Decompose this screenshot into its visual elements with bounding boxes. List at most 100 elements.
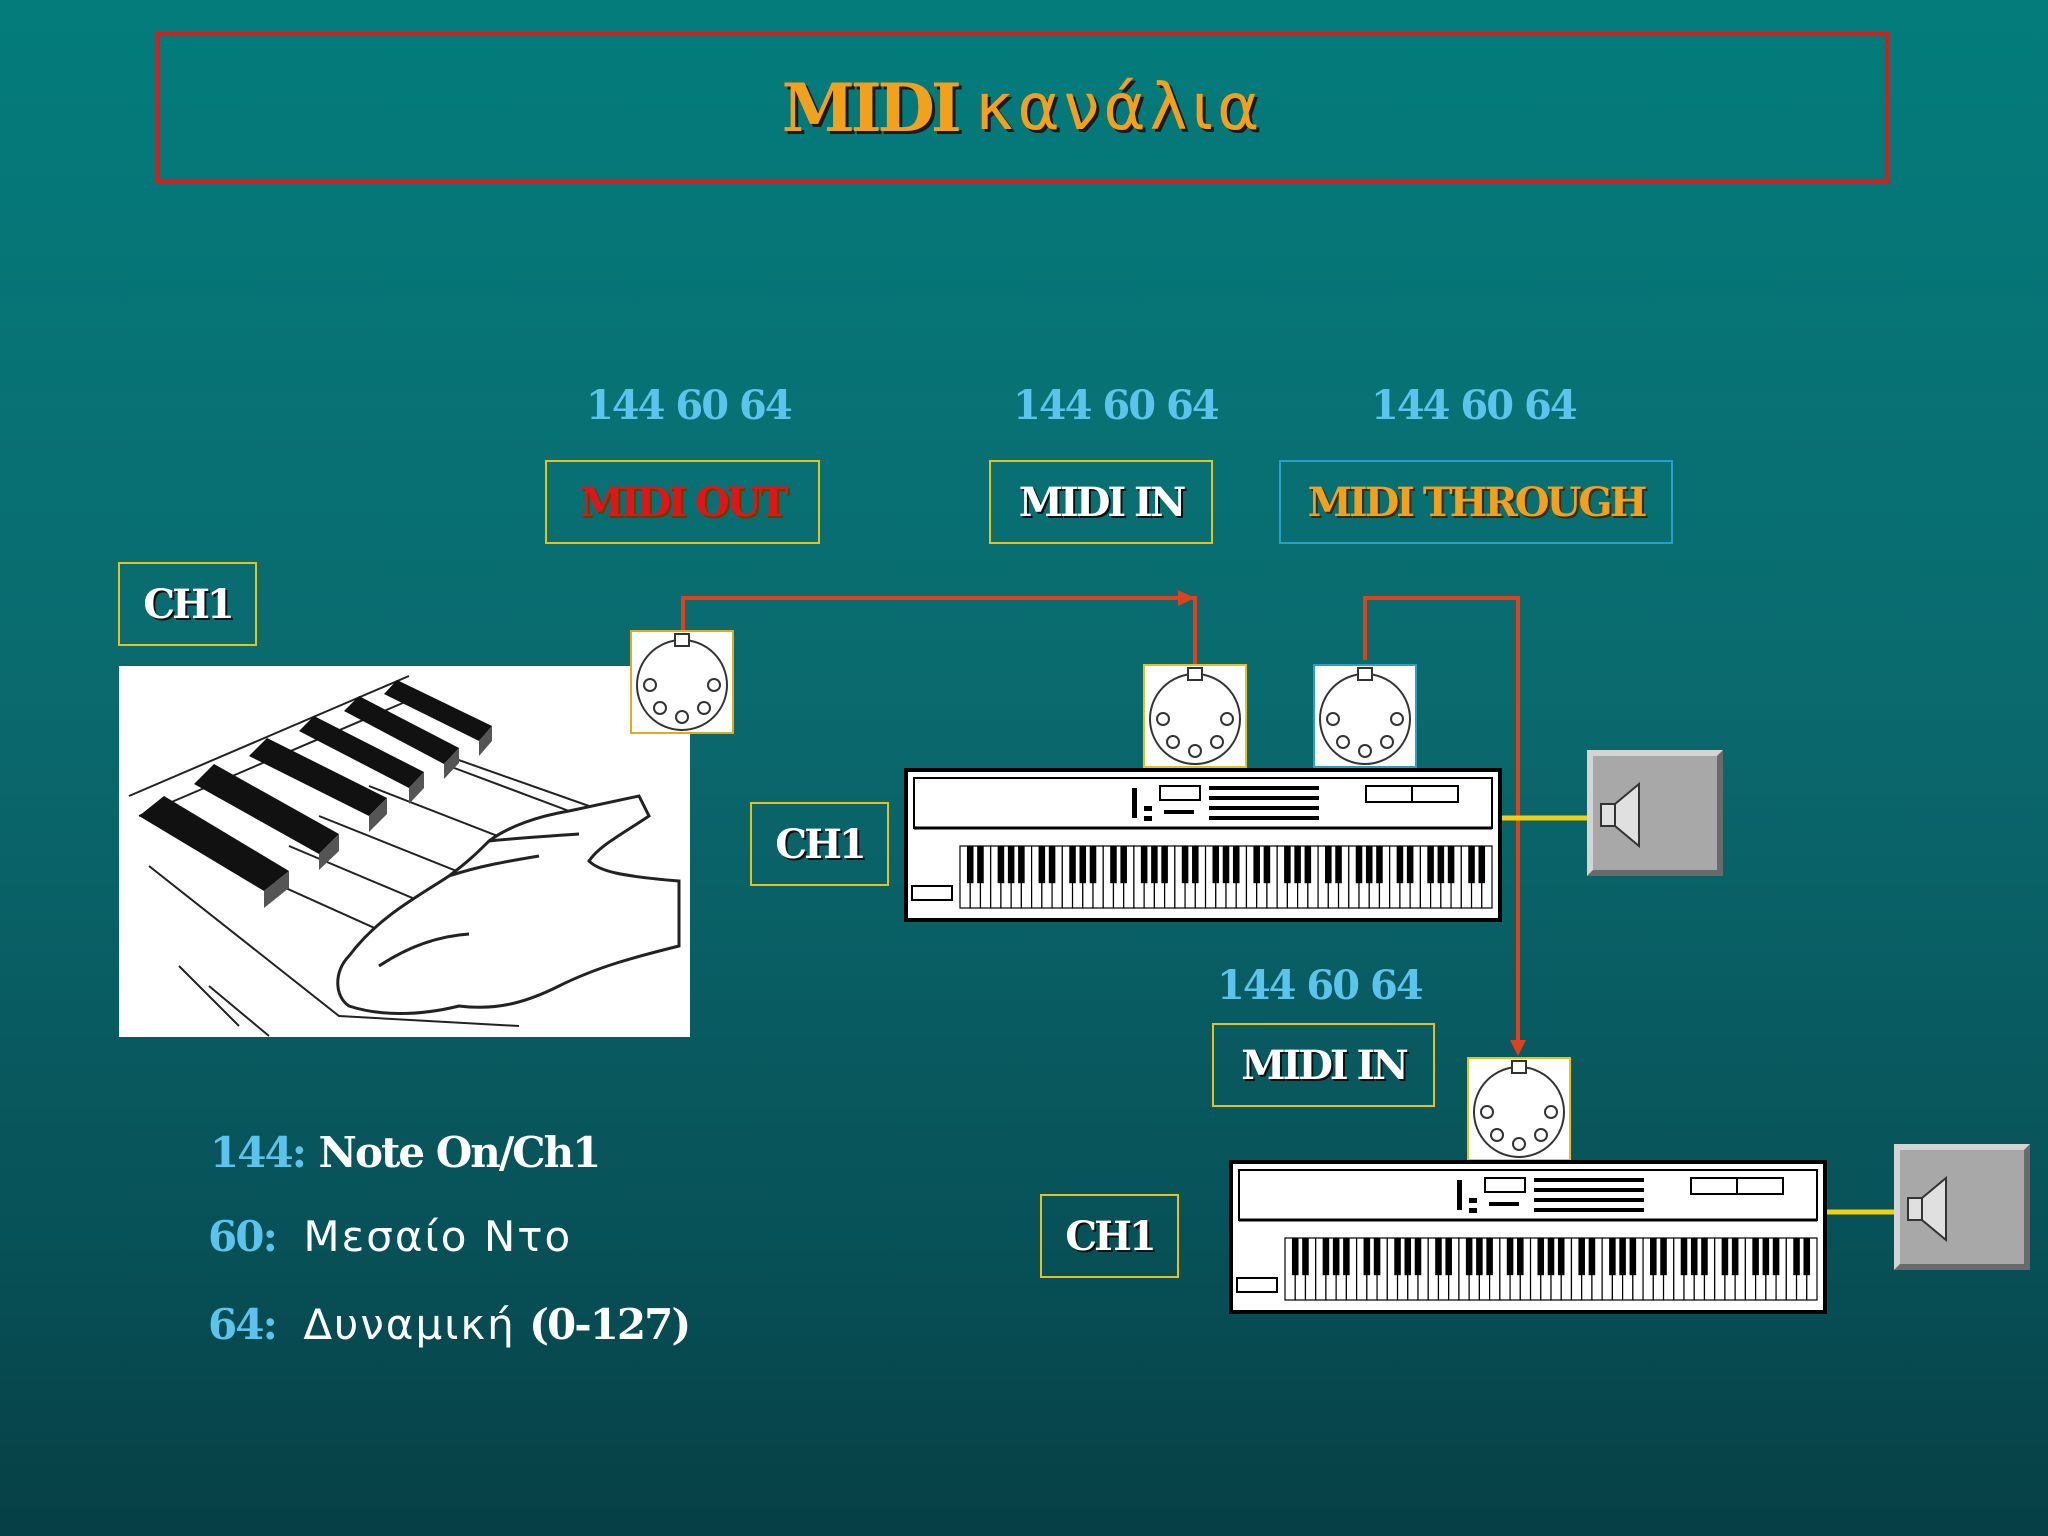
black-key <box>1048 846 1056 884</box>
black-key <box>1537 1238 1545 1276</box>
legend-code: 64: <box>208 1300 278 1349</box>
ch1-synth-1: CH1 <box>750 802 889 886</box>
bytes-in-2: 144 60 64 <box>1217 962 1424 1009</box>
black-key <box>1619 1238 1626 1276</box>
black-key <box>1365 846 1373 884</box>
ch1-synth-2: CH1 <box>1040 1194 1179 1278</box>
din-connector-thru <box>1313 664 1417 768</box>
legend-text: Note On/Ch1 <box>318 1128 602 1177</box>
legend-range: (0-127) <box>529 1300 691 1349</box>
black-key <box>1772 1238 1780 1276</box>
black-key <box>1355 846 1363 884</box>
black-key <box>1629 1238 1637 1276</box>
black-key <box>1478 846 1486 884</box>
din-connector-in-1 <box>1143 664 1247 768</box>
black-key <box>1161 846 1168 884</box>
black-key <box>1427 846 1434 884</box>
synthesizer-2 <box>1229 1160 1827 1314</box>
black-key <box>1447 846 1455 884</box>
black-key <box>1110 846 1117 884</box>
black-key <box>1192 846 1199 884</box>
black-key <box>1394 1238 1401 1276</box>
black-key <box>1435 1238 1442 1276</box>
title-box: MIDI κανάλια <box>156 32 1889 184</box>
black-key <box>1517 1238 1524 1276</box>
black-key <box>1263 846 1271 884</box>
black-key <box>1181 846 1189 884</box>
black-key <box>966 846 974 884</box>
black-key <box>1752 1238 1759 1276</box>
black-key <box>1376 846 1383 884</box>
black-key <box>1701 1238 1708 1276</box>
bytes-in-1: 144 60 64 <box>1013 382 1220 429</box>
title-midi: MIDI <box>781 69 962 147</box>
black-key <box>1018 846 1025 884</box>
black-key <box>1284 846 1291 884</box>
black-key <box>1650 1238 1657 1276</box>
legend-row-3: 64: Δυναμική (0-127) <box>208 1300 691 1349</box>
ch1-controller: CH1 <box>118 562 257 646</box>
black-key <box>1445 1238 1452 1276</box>
black-key <box>1557 1238 1565 1276</box>
legend-text: Δυναμική <box>303 1300 516 1349</box>
black-key <box>1506 1238 1514 1276</box>
midi-cable-out-to-in <box>681 596 1197 665</box>
black-key <box>1406 846 1414 884</box>
black-key <box>1762 1238 1770 1276</box>
black-key <box>1731 1238 1739 1276</box>
black-key <box>997 846 1005 884</box>
black-key <box>1304 846 1312 884</box>
black-key <box>1793 1238 1800 1276</box>
black-key <box>1803 1238 1811 1276</box>
black-key <box>1343 1238 1350 1276</box>
din-connector-out <box>630 630 734 734</box>
black-key <box>1151 846 1158 884</box>
black-key <box>1120 846 1127 884</box>
black-key <box>1660 1238 1667 1276</box>
black-key <box>977 846 984 884</box>
black-key <box>1222 846 1230 884</box>
black-key <box>1294 846 1301 884</box>
black-key <box>1291 1238 1299 1276</box>
black-key <box>1468 846 1475 884</box>
arrowhead-in-2 <box>1510 1040 1526 1056</box>
black-key <box>1437 846 1445 884</box>
black-key <box>1212 846 1220 884</box>
midi-thru-label: MIDI THROUGH <box>1279 460 1673 544</box>
title-text: κανάλια <box>975 71 1264 145</box>
black-key <box>1322 1238 1330 1276</box>
black-key <box>1302 1238 1309 1276</box>
black-key <box>1373 1238 1381 1276</box>
black-key <box>1609 1238 1616 1276</box>
black-key <box>1253 846 1260 884</box>
midi-in-label-2: MIDI IN <box>1212 1023 1435 1107</box>
black-key <box>1363 1238 1371 1276</box>
bytes-thru: 144 60 64 <box>1371 382 1578 429</box>
legend-row-2: 60: Μεσαίο Ντο <box>208 1212 572 1261</box>
black-key <box>1404 1238 1412 1276</box>
black-key <box>1486 1238 1493 1276</box>
synthesizer-1 <box>904 768 1502 922</box>
legend-text: Μεσαίο Ντο <box>303 1212 573 1261</box>
black-key <box>1325 846 1332 884</box>
black-key <box>1414 1238 1422 1276</box>
black-key <box>1335 846 1342 884</box>
black-key <box>1232 846 1240 884</box>
hand-keyboard-illustration <box>119 666 690 1037</box>
speaker-icon-2 <box>1894 1144 2030 1270</box>
black-key <box>1721 1238 1729 1276</box>
black-key <box>1547 1238 1555 1276</box>
black-key <box>1578 1238 1585 1276</box>
speaker-icon-1 <box>1587 750 1723 876</box>
black-key <box>1476 1238 1483 1276</box>
black-key <box>1038 846 1046 884</box>
black-key <box>1079 846 1087 884</box>
black-key <box>1140 846 1148 884</box>
black-key <box>1690 1238 1698 1276</box>
legend-code: 144: <box>210 1128 307 1177</box>
black-key <box>1332 1238 1340 1276</box>
black-key <box>1588 1238 1596 1276</box>
legend-code: 60: <box>208 1212 278 1261</box>
midi-out-label: MIDI OUT <box>545 460 820 544</box>
black-key <box>1007 846 1015 884</box>
